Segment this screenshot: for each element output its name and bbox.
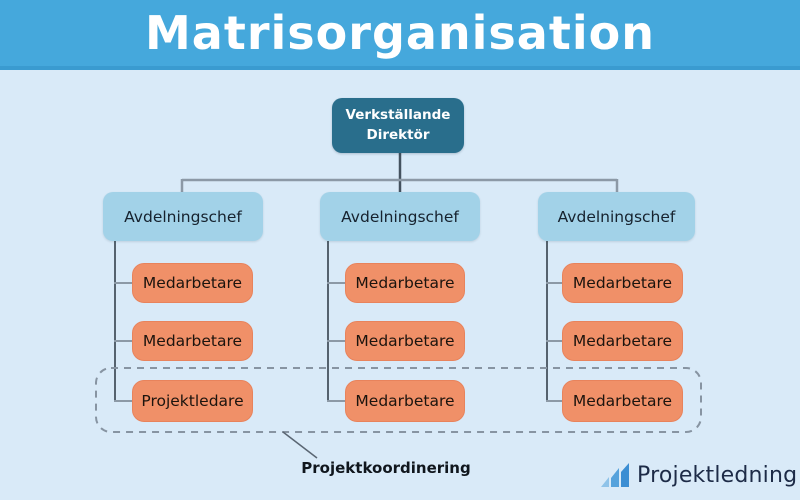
brand-logo: Projektledning — [600, 461, 797, 489]
org-node-col3-row2: Medarbetare — [562, 321, 683, 361]
org-node-col1-row2: Medarbetare — [132, 321, 253, 361]
org-node-manager-3: Avdelningschef — [538, 192, 695, 241]
header-bar: Matrisorganisation — [0, 0, 800, 70]
org-node-ceo: Verkställande Direktör — [332, 98, 464, 153]
growth-chart-icon — [601, 463, 629, 487]
org-node-col3-row1: Medarbetare — [562, 263, 683, 303]
org-node-col1-row1: Medarbetare — [132, 263, 253, 303]
org-node-col1-row3-projektledare: Projektledare — [132, 380, 253, 422]
org-node-manager-1: Avdelningschef — [103, 192, 263, 241]
coordination-label: Projektkoordinering — [301, 459, 471, 477]
brand-logo-text: Projektledning — [637, 462, 798, 488]
org-node-col3-row3: Medarbetare — [562, 380, 683, 422]
org-node-col2-row2: Medarbetare — [345, 321, 465, 361]
coordination-frame — [95, 367, 702, 433]
org-node-col2-row1: Medarbetare — [345, 263, 465, 303]
org-node-manager-2: Avdelningschef — [320, 192, 480, 241]
page-title: Matrisorganisation — [145, 6, 655, 60]
org-node-col2-row3: Medarbetare — [345, 380, 465, 422]
